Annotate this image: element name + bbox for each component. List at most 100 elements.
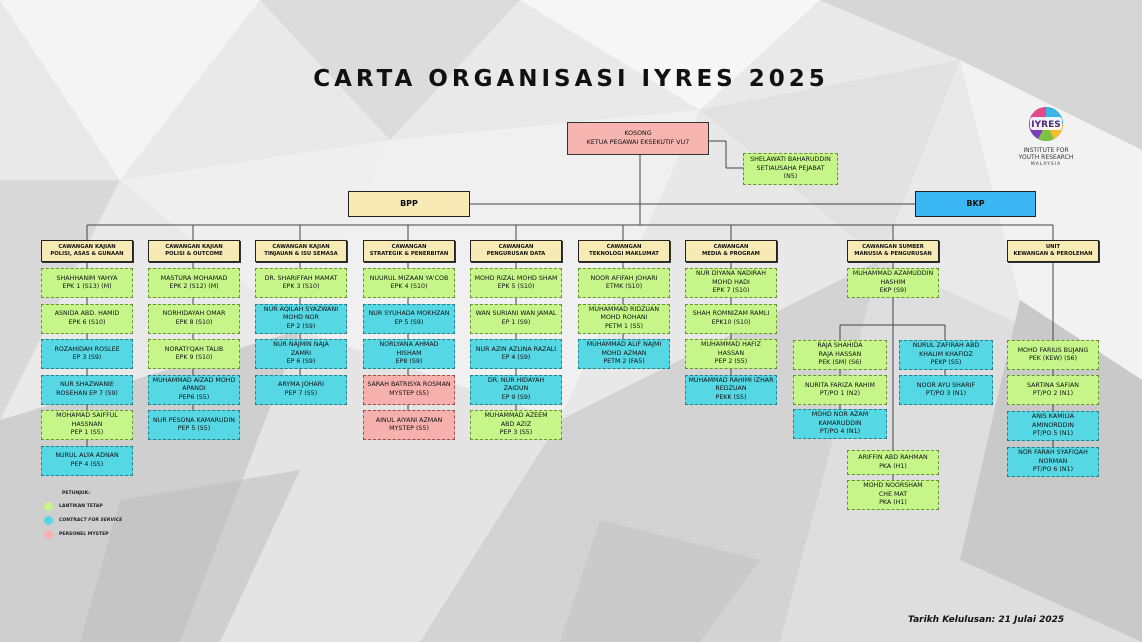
- staff-box-line: NURUL ALYA ADNAN: [55, 452, 119, 459]
- staff-box-line: MYSTEP (S5): [389, 425, 429, 432]
- bkp-box[interactable]: BKP: [915, 191, 1036, 217]
- staff-box-line: MOHD ROHANI: [600, 314, 648, 322]
- staff-box-line: PEP6 (S5): [178, 393, 210, 401]
- staff-box-line: EPK 8 (S10): [175, 318, 213, 326]
- staff-box-line: MOHD FARIUS BUJANG: [1017, 346, 1089, 354]
- staff-box-line: NUR PESONA KAMARUDIN: [153, 416, 235, 424]
- legend-label-tetap: LANTIKAN TETAP: [59, 504, 103, 509]
- dept-header-line: CAWANGAN KAJIAN: [272, 243, 330, 250]
- iyres-logo-icon: IYRES: [1029, 107, 1063, 141]
- staff-box-line: PT/PO 5 (N1): [1032, 430, 1074, 438]
- legend-dot-mystep: [44, 530, 53, 539]
- staff-box-line: SHAHHANIM YAHYA: [56, 274, 118, 282]
- staff-box-line: NUR SHAZWANIE: [60, 381, 114, 388]
- staff-box-line: ARYMA JOHARI: [278, 381, 324, 388]
- ceo-box[interactable]: KOSONG KETUA PEGAWAI EKSEKUTIF VU7: [567, 122, 709, 155]
- legend-title: PETUNJUK:: [62, 491, 91, 496]
- staff-box-line: PEP 3 (S5): [499, 429, 533, 437]
- staff-box-line: KAMARUDDIN: [818, 419, 862, 427]
- staff-box-line: EPK 2 (S12) (M): [169, 283, 219, 290]
- staff-box-line: EP 4 (S9): [501, 354, 531, 361]
- staff-box-line: EKP (S9): [879, 287, 907, 295]
- staff-box-line: MASTURA MOHAMAD: [160, 274, 228, 282]
- staff-box-line: ZAMRI: [290, 349, 312, 357]
- secretary-box[interactable]: SHELAWATI BAHARUDDIN SETIAUSAHA PEJABAT …: [743, 153, 838, 185]
- staff-box-line: PT/PO 4 (N1): [819, 428, 861, 436]
- staff-box-line: ANIS KAMILIA: [1031, 413, 1075, 421]
- bpp-box[interactable]: BPP: [348, 191, 470, 217]
- staff-box-line: ASNIDA ABD. HAMID: [54, 310, 120, 317]
- dept-header-line: MANUSIA & PENGURUSAN: [854, 251, 932, 257]
- staff-box-line: MUHAMMAD ALIF NAJMI: [586, 341, 662, 349]
- staff-box-line: NOOR AFIFAH JOHARI: [590, 274, 658, 282]
- staff-box-line: ABD AZIZ: [500, 420, 532, 428]
- staff-box-line: HASHIM: [880, 278, 906, 286]
- staff-box-line: PEK (SM) (S6): [818, 359, 862, 367]
- staff-box-line: SARAH BATRISYA ROSMAN: [367, 381, 451, 388]
- staff-box-line: SHAH ROMNIZAM RAMLI: [692, 310, 770, 317]
- staff-box-line: PEP 7 (S5): [284, 389, 318, 397]
- staff-box-line: EP 6 (S9): [286, 358, 316, 366]
- dept-header-line: POLISI & OUTCOME: [165, 251, 223, 257]
- dept-header-line: CAWANGAN: [606, 243, 642, 250]
- logo-line-3: MALAYSIA: [1030, 161, 1062, 167]
- staff-box-line: MUHAMMAD AZEEM: [484, 412, 548, 420]
- staff-box-line: RAJA SHAHIDA: [817, 342, 863, 350]
- page-title: CARTA ORGANISASI IYRES 2025: [313, 66, 829, 92]
